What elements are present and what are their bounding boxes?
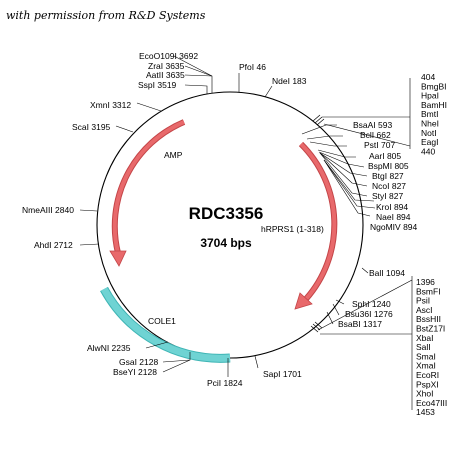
mcs2-site: 1396 bbox=[416, 277, 435, 287]
mcs1-site: EagI bbox=[421, 137, 439, 147]
amp-gene-arrow-fill bbox=[112, 120, 185, 254]
site-styi: StyI 827 bbox=[372, 191, 403, 201]
insert-gene-arrow-fill bbox=[299, 142, 337, 301]
mcs2-site: PspXI bbox=[416, 379, 439, 389]
mcs2-site: AscI bbox=[416, 305, 433, 315]
site-bsabi: BsaBI 1317 bbox=[338, 319, 382, 329]
site-ndei: NdeI 183 bbox=[272, 76, 307, 86]
site-naei: NaeI 894 bbox=[376, 212, 411, 222]
cole1-ori-band-fill bbox=[100, 287, 231, 362]
plasmid-name: RDC3356 bbox=[189, 204, 264, 223]
site-sphi: SphI 1240 bbox=[352, 299, 391, 309]
site-bsaai: BsaAI 593 bbox=[353, 120, 392, 130]
leader-bsabi bbox=[326, 311, 334, 325]
leader-bseyi bbox=[162, 359, 191, 373]
mcs1-site: HpaI bbox=[421, 91, 439, 101]
mcs1-site: 440 bbox=[421, 146, 435, 156]
site-btgi: BtgI 827 bbox=[372, 171, 404, 181]
site-sspi: SspI 3519 bbox=[138, 80, 177, 90]
site-xmni: XmnI 3312 bbox=[90, 100, 131, 110]
cole1-label: COLE1 bbox=[148, 316, 176, 326]
site-nmeaiii: NmeAIII 2840 bbox=[22, 205, 74, 215]
mcs2-site: Eco47III bbox=[416, 398, 447, 408]
site-kroi: KroI 894 bbox=[376, 202, 408, 212]
mcs2-site: SmaI bbox=[416, 351, 436, 361]
leader-sapi bbox=[254, 355, 259, 369]
mcs1-site: BamHI bbox=[421, 100, 447, 110]
right-upper-leaders bbox=[301, 124, 376, 217]
leader-ndei bbox=[264, 85, 273, 98]
leader-xmni bbox=[136, 102, 162, 112]
leader-ahdi bbox=[79, 243, 100, 246]
site-pfoi: PfoI 46 bbox=[239, 62, 266, 72]
site-zrai: ZraI 3635 bbox=[148, 61, 185, 71]
leader-bsu36i bbox=[332, 303, 340, 316]
site-ncoi: NcoI 827 bbox=[372, 181, 406, 191]
site-psti: PstI 707 bbox=[364, 140, 395, 150]
mcs2-hatch bbox=[310, 321, 323, 333]
mcs1-site: NotI bbox=[421, 128, 437, 138]
leader-aatii bbox=[184, 74, 213, 77]
site-aatii: AatII 3635 bbox=[146, 70, 185, 80]
amp-label: AMP bbox=[164, 150, 183, 160]
site-bseyi: BseYI 2128 bbox=[113, 367, 157, 377]
leader-mcs2-top bbox=[317, 279, 413, 331]
amp-gene-arrow bbox=[111, 119, 186, 254]
mcs2-site: PsiI bbox=[416, 296, 430, 306]
amp-arrowhead bbox=[109, 250, 127, 267]
mcs2-site-list: 1396BsmFIPsiIAscIBssHIIBstZ17IXbaISalISm… bbox=[416, 277, 447, 417]
leader-alwni bbox=[145, 341, 169, 349]
leader-scai bbox=[115, 125, 134, 133]
mcs2-site: XmaI bbox=[416, 361, 436, 371]
site-bspmi: BspMI 805 bbox=[368, 161, 409, 171]
site-alwni: AlwNI 2235 bbox=[87, 343, 131, 353]
site-ahdi: AhdI 2712 bbox=[34, 240, 73, 250]
permission-caption: with permission from R&D Systems bbox=[6, 9, 206, 22]
mcs2-site: BssHII bbox=[416, 314, 441, 324]
insert-arrowhead bbox=[294, 292, 313, 310]
mcs1-site: BmtI bbox=[421, 109, 438, 119]
mcs1-hatch bbox=[312, 114, 325, 126]
leader-sspi bbox=[184, 84, 208, 94]
mcs1-site: BmgBI bbox=[421, 81, 447, 91]
site-ecoo109i: EcoO109I 3692 bbox=[139, 51, 198, 61]
site-ngomiv: NgoMIV 894 bbox=[370, 222, 418, 232]
site-pcii: PciI 1824 bbox=[207, 378, 243, 388]
mcs1-site: NheI bbox=[421, 119, 439, 129]
mcs2-site: BsmFI bbox=[416, 286, 441, 296]
leader-sphi bbox=[335, 299, 345, 305]
mcs2-site: 1453 bbox=[416, 407, 435, 417]
mcs2-site: EcoRI bbox=[416, 370, 439, 380]
site-scai: ScaI 3195 bbox=[72, 122, 111, 132]
site-bcli: BclI 662 bbox=[360, 130, 391, 140]
plasmid-size: 3704 bps bbox=[200, 236, 252, 250]
site-bali: BalI 1094 bbox=[369, 268, 405, 278]
site-gsai: GsaI 2128 bbox=[119, 357, 158, 367]
site-aari: AarI 805 bbox=[369, 151, 401, 161]
mcs1-site: 404 bbox=[421, 72, 435, 82]
mcs2-site: XbaI bbox=[416, 333, 434, 343]
leader-bali bbox=[361, 267, 369, 274]
site-sapi: SapI 1701 bbox=[263, 369, 302, 379]
leader-mcs1-bottom bbox=[323, 123, 411, 147]
mcs2-site: BstZ17I bbox=[416, 324, 445, 334]
leader-nmeaiii bbox=[79, 209, 98, 212]
insert-label: hRPRS1 (1-318) bbox=[261, 224, 324, 234]
mcs2-site: XhoI bbox=[416, 389, 434, 399]
leader-zrai bbox=[184, 65, 213, 77]
mcs2-site: SalI bbox=[416, 342, 431, 352]
site-bsu36i: Bsu36I 1276 bbox=[345, 309, 393, 319]
